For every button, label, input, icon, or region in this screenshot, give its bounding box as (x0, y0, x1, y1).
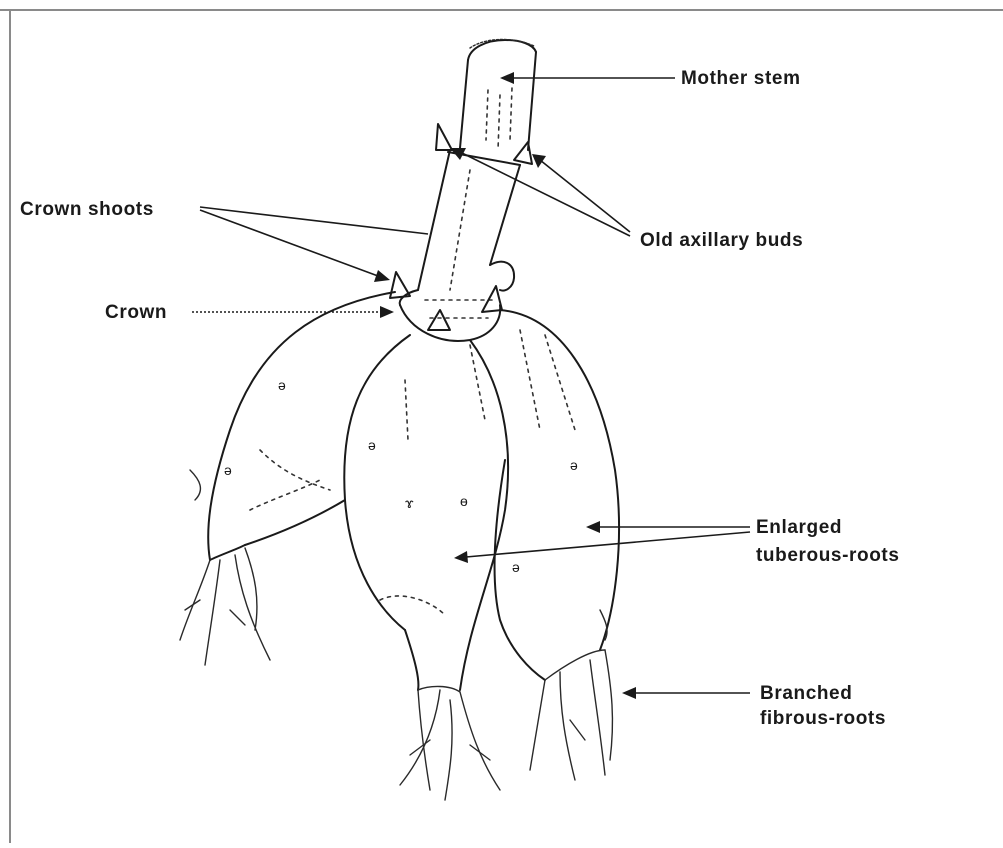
tuberous-root-center: ə ɤ ɵ (344, 335, 508, 690)
leader-branched-roots (622, 687, 750, 699)
svg-text:ə: ə (512, 559, 520, 575)
label-old-axillary-buds: Old axillary buds (640, 230, 803, 251)
label-mother-stem: Mother stem (681, 68, 801, 89)
label-crown-shoots: Crown shoots (20, 199, 154, 220)
label-enlarged-line1: Enlarged (756, 517, 842, 538)
leader-mother-stem (500, 72, 675, 84)
svg-text:ə: ə (224, 462, 232, 478)
leader-old-axillary-buds (450, 148, 630, 236)
label-branched-line1: Branched (760, 683, 852, 704)
fibrous-roots-center (400, 686, 500, 800)
fibrous-roots-left (180, 470, 270, 665)
label-enlarged-line2: tuberous-roots (756, 545, 900, 566)
old-axillary-buds (436, 124, 532, 165)
label-crown: Crown (105, 302, 167, 323)
crown (400, 262, 514, 341)
svg-text:ɤ: ɤ (405, 495, 414, 511)
label-branched-line2: fibrous-roots (760, 708, 886, 729)
leader-crown-shoots (200, 207, 428, 282)
svg-text:ə: ə (570, 457, 578, 473)
svg-text:ɵ: ɵ (460, 493, 468, 509)
leader-crown (192, 306, 394, 318)
crown-shoots (390, 272, 502, 330)
svg-text:ə: ə (278, 377, 286, 393)
fibrous-roots-right (530, 610, 612, 780)
tuberous-root-left: ə ə (208, 292, 395, 560)
tuberous-root-right: ə ə (470, 310, 619, 680)
svg-text:ə: ə (368, 437, 376, 453)
